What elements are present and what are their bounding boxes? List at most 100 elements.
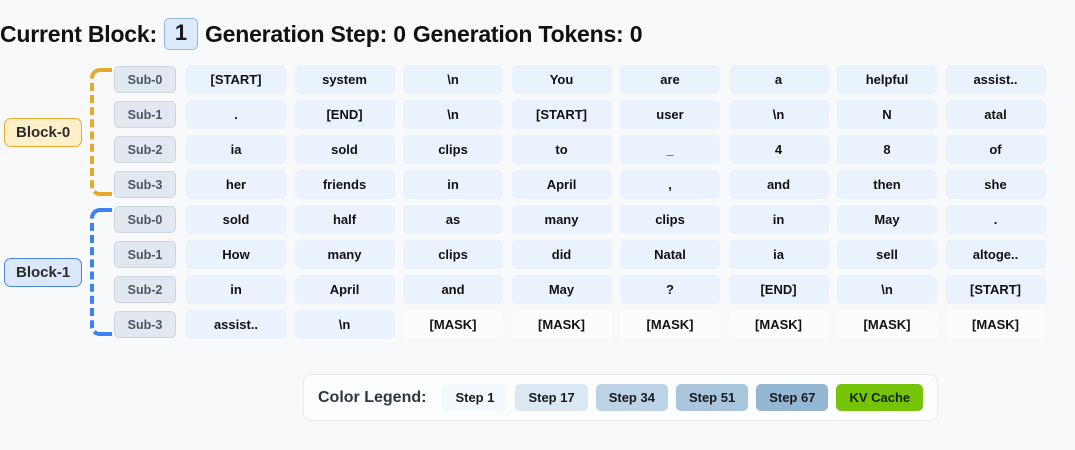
sub-row-label[interactable]: Sub-3 xyxy=(114,171,176,198)
current-block-value-badge: 1 xyxy=(163,18,198,50)
mask-token-cell[interactable]: [MASK] xyxy=(728,310,829,339)
token-cell[interactable]: \n xyxy=(728,100,829,129)
token-cell[interactable]: her xyxy=(186,170,286,199)
token-cell[interactable]: _ xyxy=(620,135,720,164)
token-cell[interactable]: How xyxy=(186,240,286,269)
token-cell[interactable]: ia xyxy=(186,135,286,164)
token-cell[interactable]: clips xyxy=(403,135,503,164)
token-cell[interactable]: as xyxy=(403,205,503,234)
token-cell[interactable]: You xyxy=(511,65,612,94)
token-cell[interactable]: ia xyxy=(728,240,829,269)
token-cell[interactable]: Natal xyxy=(620,240,720,269)
token-cell[interactable]: in xyxy=(728,205,829,234)
sub-row-label[interactable]: Sub-1 xyxy=(114,101,176,128)
legend-swatch[interactable]: Step 17 xyxy=(515,384,588,411)
token-cell[interactable]: assist.. xyxy=(186,310,286,339)
mask-token-cell[interactable]: [MASK] xyxy=(403,310,503,339)
token-cell[interactable]: . xyxy=(186,100,286,129)
sub-row-label[interactable]: Sub-2 xyxy=(114,136,176,163)
legend-swatch[interactable]: KV Cache xyxy=(836,384,924,411)
color-legend-swatches: Step 1 Step 17 Step 34 Step 51 Step 67 KV Cac… xyxy=(442,384,924,411)
token-row: Sub-3 assist.. \n [MASK] [MASK] [MASK] [MASK] [… xyxy=(114,307,1054,342)
token-cell[interactable]: sold xyxy=(186,205,286,234)
token-cell[interactable]: many xyxy=(511,205,612,234)
generation-step-label: Generation Step: 0 xyxy=(204,20,406,47)
legend-swatch[interactable]: Step 1 xyxy=(442,384,508,411)
color-legend-title: Color Legend: xyxy=(318,388,427,406)
token-cell[interactable]: a xyxy=(728,65,829,94)
token-cell[interactable]: altoge.. xyxy=(945,240,1046,269)
token-cell[interactable]: system xyxy=(294,65,395,94)
block-tag[interactable]: Block-0 xyxy=(4,117,83,147)
token-cell[interactable]: \n xyxy=(403,100,503,129)
block-bracket xyxy=(90,208,112,336)
token-cell[interactable]: 8 xyxy=(837,135,937,164)
token-cell[interactable]: \n xyxy=(837,275,937,304)
token-cell[interactable]: 4 xyxy=(728,135,829,164)
mask-token-cell[interactable]: [MASK] xyxy=(837,310,937,339)
block-bracket xyxy=(90,68,112,196)
mask-token-cell[interactable]: [MASK] xyxy=(620,310,720,339)
sub-row-label[interactable]: Sub-1 xyxy=(114,241,176,268)
token-cell[interactable]: of xyxy=(945,135,1046,164)
token-cell[interactable]: in xyxy=(186,275,286,304)
token-cell[interactable]: clips xyxy=(620,205,720,234)
token-cell[interactable]: sell xyxy=(837,240,937,269)
token-cell[interactable]: she xyxy=(945,170,1046,199)
mask-token-cell[interactable]: [MASK] xyxy=(511,310,612,339)
block-tag-column: Block-1 xyxy=(0,202,83,342)
token-cell[interactable]: friends xyxy=(294,170,395,199)
token-cell[interactable]: to xyxy=(511,135,612,164)
token-cell[interactable]: helpful xyxy=(837,65,937,94)
mask-token-cell[interactable]: [MASK] xyxy=(945,310,1046,339)
sub-row-label[interactable]: Sub-0 xyxy=(114,66,176,93)
token-cell[interactable]: did xyxy=(511,240,612,269)
token-cell[interactable]: atal xyxy=(945,100,1046,129)
sub-row-label[interactable]: Sub-3 xyxy=(114,311,176,338)
token-cell[interactable]: and xyxy=(728,170,829,199)
token-cell[interactable]: half xyxy=(294,205,395,234)
page-header: Current Block: 1 Generation Step: 0 Gene… xyxy=(0,17,649,51)
token-cell[interactable]: [END] xyxy=(294,100,395,129)
token-cell[interactable]: [END] xyxy=(728,275,829,304)
token-cell[interactable]: [START] xyxy=(511,100,612,129)
token-cell[interactable]: in xyxy=(403,170,503,199)
token-cell[interactable]: ? xyxy=(620,275,720,304)
token-cell[interactable]: May xyxy=(837,205,937,234)
legend-swatch[interactable]: Step 34 xyxy=(595,384,668,411)
token-cell[interactable]: user xyxy=(620,100,720,129)
token-cell[interactable]: are xyxy=(620,65,720,94)
token-cell[interactable]: April xyxy=(294,275,395,304)
legend-swatch[interactable]: Step 67 xyxy=(756,384,829,411)
token-cell[interactable]: \n xyxy=(294,310,395,339)
block-bracket-column xyxy=(82,62,114,202)
sub-row-label[interactable]: Sub-2 xyxy=(114,276,176,303)
token-cell[interactable]: April xyxy=(511,170,612,199)
token-cell[interactable]: \n xyxy=(403,65,503,94)
token-cell[interactable]: clips xyxy=(403,240,503,269)
token-cell[interactable]: sold xyxy=(294,135,395,164)
token-cell[interactable]: , xyxy=(620,170,720,199)
token-cell[interactable]: and xyxy=(403,275,503,304)
token-cell[interactable]: May xyxy=(511,275,612,304)
legend-swatch[interactable]: Step 51 xyxy=(675,384,749,411)
token-cell[interactable]: then xyxy=(837,170,937,199)
block-tag[interactable]: Block-1 xyxy=(4,257,83,287)
token-cell[interactable]: many xyxy=(294,240,395,269)
token-cell[interactable]: . xyxy=(945,205,1046,234)
token-cell[interactable]: assist.. xyxy=(945,65,1046,94)
sub-row-label[interactable]: Sub-0 xyxy=(114,206,176,233)
token-cell[interactable]: [START] xyxy=(186,65,286,94)
token-cell[interactable]: N xyxy=(837,100,937,129)
token-cell[interactable]: [START] xyxy=(945,275,1046,304)
